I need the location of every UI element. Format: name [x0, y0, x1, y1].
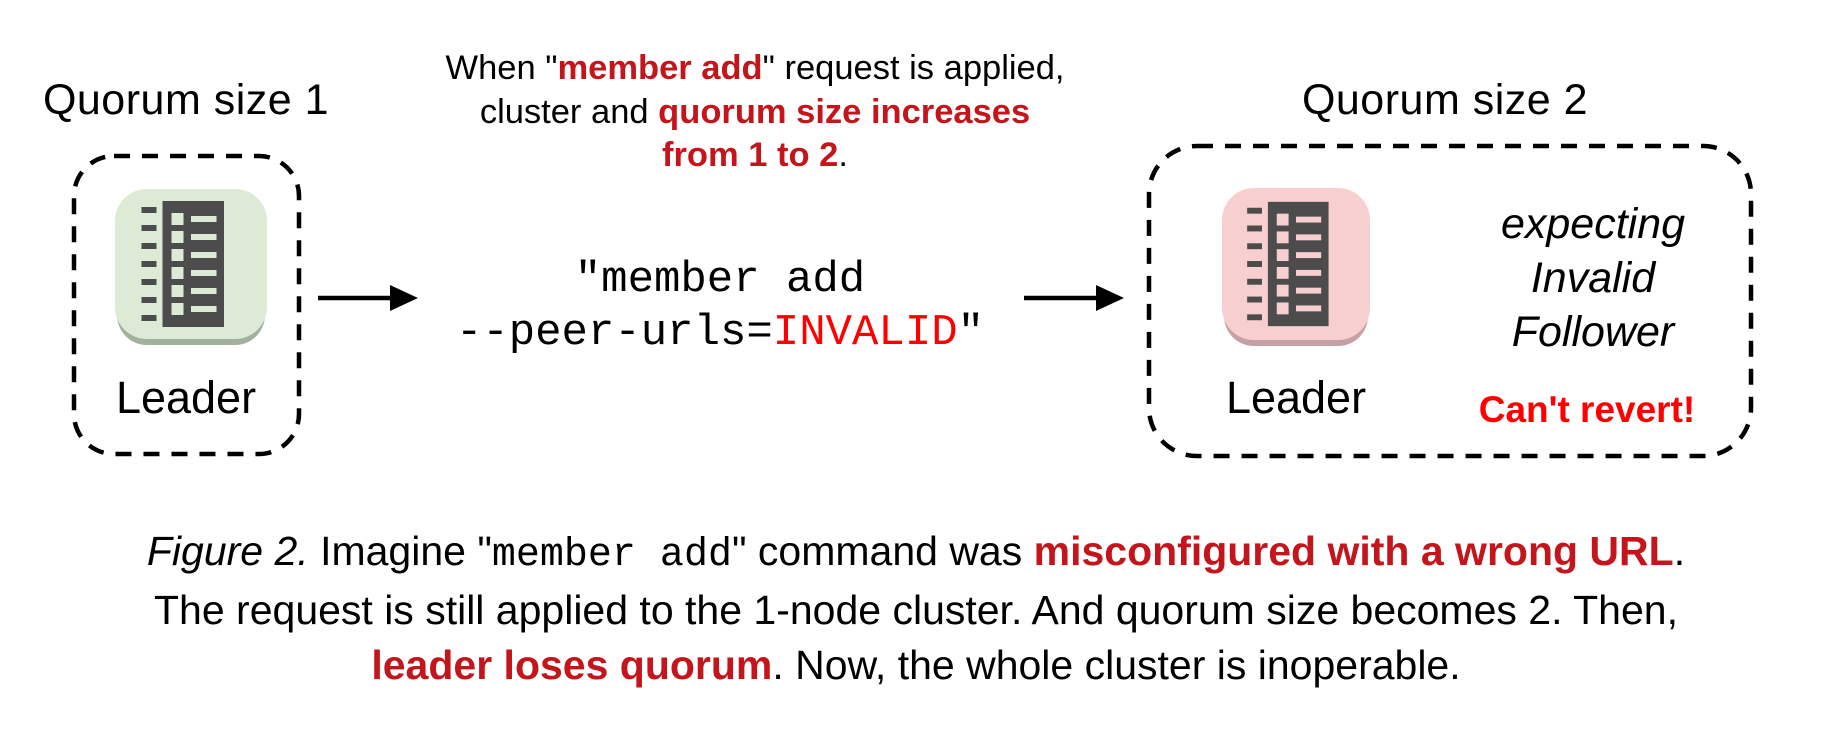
caption-line-1: Figure 2. Imagine "member add" command w… [146, 528, 1686, 578]
caption-misconfigured: misconfigured with a wrong URL [1033, 528, 1674, 574]
figure-caption: Figure 2. Imagine "member add" command w… [0, 524, 1832, 693]
leader-node-green [115, 189, 267, 339]
right-leader-label: Leader [1225, 372, 1367, 423]
note-line-3: from 1 to 2. [662, 136, 848, 174]
invalid-url-text: INVALID [772, 308, 958, 358]
right-cluster-dashed-box [1146, 143, 1754, 459]
member-add-command: "member add --peer-urls=INVALID" [420, 254, 1020, 360]
caption-line-3: leader loses quorum. Now, the whole clus… [371, 642, 1461, 688]
left-leader-label: Leader [115, 372, 257, 423]
expecting-line: expecting [1500, 200, 1686, 248]
member-log-icon [141, 201, 224, 327]
note-line-2: cluster and quorum size increases [479, 92, 1031, 131]
leader-node-pink [1222, 188, 1370, 340]
left-cluster-title: Quorum size 1 [42, 76, 330, 124]
caption-leader-loses-quorum: leader loses quorum [371, 642, 773, 688]
invalid-line: Invalid [1530, 254, 1656, 302]
note-line-1: When "member add" request is applied, [445, 49, 1065, 87]
right-cluster-title: Quorum size 2 [1301, 76, 1589, 124]
cant-revert-warning: Can't revert! [1478, 389, 1696, 430]
arrow-right-icon [1024, 285, 1124, 311]
command-line-2: --peer-urls=INVALID" [455, 308, 985, 358]
arrow-right-icon [318, 285, 418, 311]
member-add-note: When "member add" request is applied, cl… [405, 47, 1105, 178]
figure-number: Figure 2. [146, 528, 309, 574]
member-log-icon [1247, 201, 1329, 327]
note-from-1-to-2: from 1 to 2 [662, 136, 839, 174]
command-line-1: "member add [574, 255, 866, 305]
caption-line-2: The request is still applied to the 1-no… [154, 587, 1678, 633]
note-quorum-increase: quorum size increases [658, 92, 1031, 131]
caption-member-add-code: member add [491, 533, 732, 578]
left-cluster-dashed-box [71, 153, 302, 457]
note-member-add: member add [557, 49, 763, 87]
expecting-invalid-follower-text: expecting Invalid Follower [1443, 197, 1743, 359]
follower-line: Follower [1511, 308, 1675, 356]
